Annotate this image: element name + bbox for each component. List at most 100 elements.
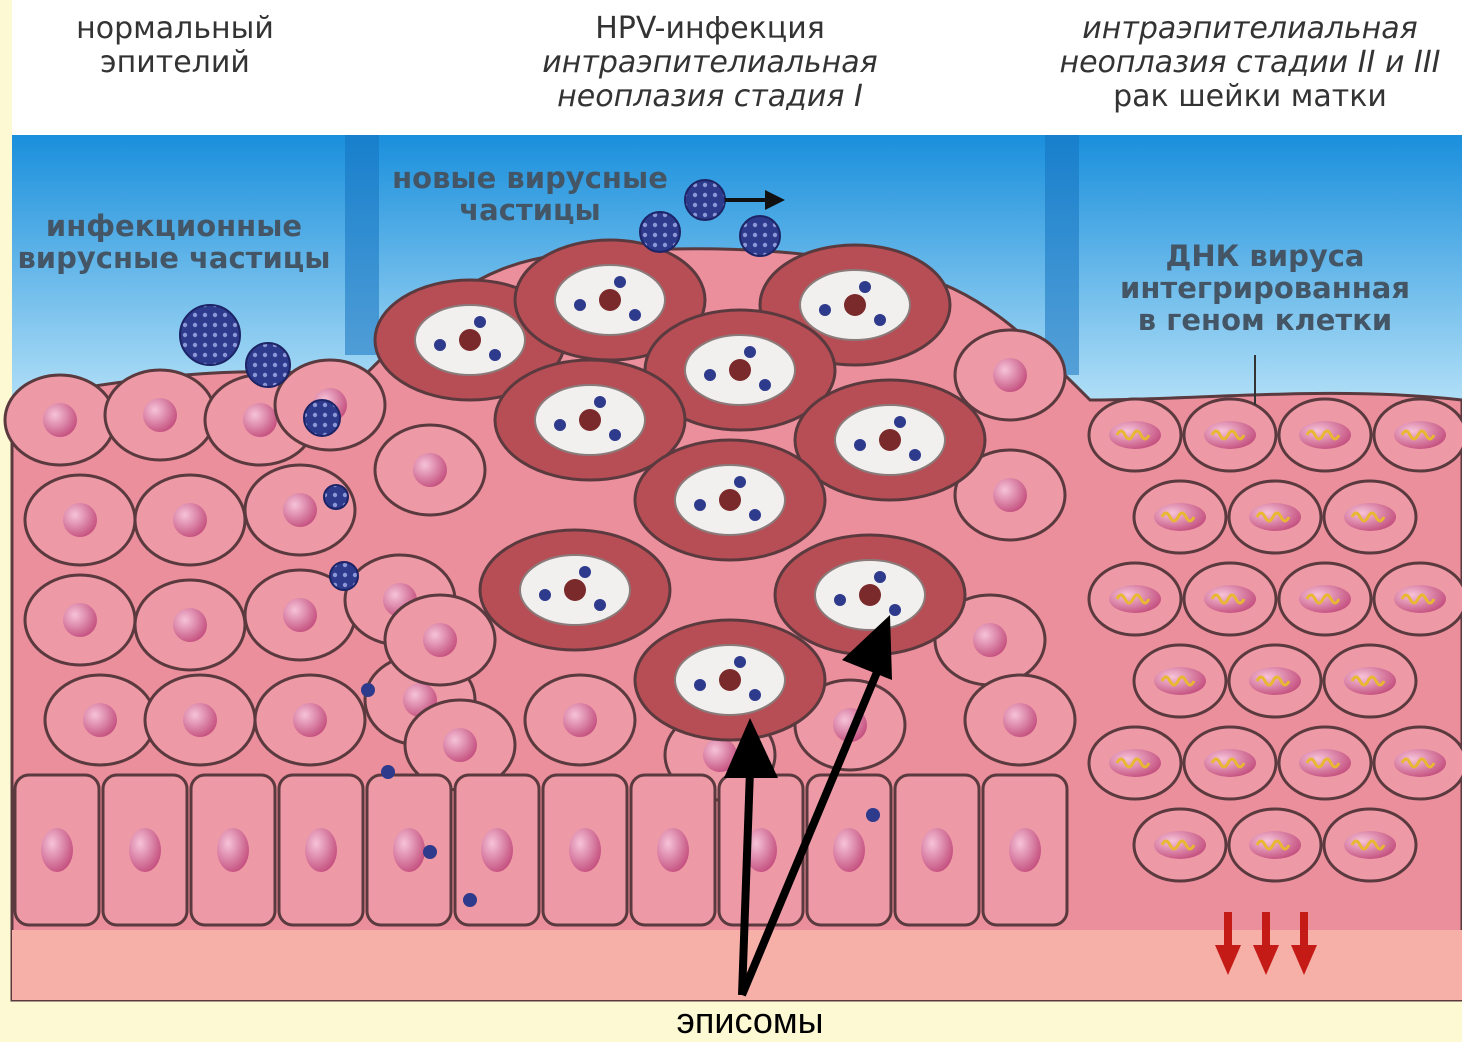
virus-particle-icon: [180, 305, 240, 365]
virus-dot-icon: [463, 893, 477, 907]
neoplastic-cell: [1184, 727, 1276, 799]
infected-cell: [795, 380, 985, 500]
header-hpv-line3: неоплазия стадия I: [520, 80, 900, 114]
episome-icon: [734, 656, 746, 668]
neoplastic-cell: [1089, 399, 1181, 471]
episome-icon: [489, 349, 501, 361]
basal-cell: [895, 775, 979, 925]
neoplastic-cell: [1374, 727, 1462, 799]
nucleus-icon: [1154, 667, 1206, 695]
episome-icon: [704, 369, 716, 381]
header-normal-line2: эпителий: [60, 46, 290, 80]
virus-particle-icon: [304, 400, 340, 436]
episome-icon: [759, 379, 771, 391]
nucleus-icon: [243, 403, 277, 437]
nucleus-icon: [283, 493, 317, 527]
nucleus-icon: [459, 329, 481, 351]
nucleus-icon: [569, 828, 601, 872]
infected-cell: [635, 440, 825, 560]
virus-dot-icon: [361, 683, 375, 697]
nucleus-icon: [657, 828, 689, 872]
episome-icon: [909, 449, 921, 461]
virus-dot-icon: [381, 765, 395, 779]
header-cancer-line1: интраэпителиальная: [1040, 12, 1460, 46]
nucleus-icon: [63, 603, 97, 637]
panel-divider-left: [345, 135, 379, 355]
nucleus-icon: [423, 623, 457, 657]
neoplastic-cell: [1134, 481, 1226, 553]
nucleus-icon: [481, 828, 513, 872]
episome-icon: [574, 299, 586, 311]
nucleus-icon: [579, 409, 601, 431]
episome-icon: [539, 589, 551, 601]
infected-cell: [480, 530, 670, 650]
nucleus-icon: [729, 359, 751, 381]
header-hpv-line1: HPV-инфекция: [520, 12, 900, 46]
label-dna-line1: ДНК вируса: [1110, 240, 1420, 272]
nucleus-icon: [1394, 585, 1446, 613]
neoplastic-cell: [1324, 809, 1416, 881]
virus-dot-icon: [866, 808, 880, 822]
neoplastic-cell: [1089, 563, 1181, 635]
nucleus-icon: [293, 703, 327, 737]
infected-cell: [635, 620, 825, 740]
nucleus-icon: [1109, 585, 1161, 613]
episome-icon: [694, 499, 706, 511]
episome-icon: [749, 509, 761, 521]
episome-icon: [734, 476, 746, 488]
nucleus-icon: [43, 403, 77, 437]
nucleus-icon: [83, 703, 117, 737]
nucleus-icon: [879, 429, 901, 451]
nucleus-icon: [1009, 828, 1041, 872]
normal-cell: [25, 575, 135, 665]
basal-cell: [367, 775, 451, 925]
nucleus-icon: [129, 828, 161, 872]
nucleus-icon: [305, 828, 337, 872]
episome-icon: [609, 429, 621, 441]
episome-icon: [474, 316, 486, 328]
nucleus-icon: [173, 503, 207, 537]
normal-cell: [255, 675, 365, 765]
nucleus-icon: [1394, 421, 1446, 449]
label-viral-dna: ДНК вируса интегрированная в геном клетк…: [1110, 240, 1420, 336]
nucleus-icon: [1344, 503, 1396, 531]
label-new-particles-line2: частицы: [385, 194, 675, 226]
nucleus-icon: [921, 828, 953, 872]
episome-icon: [854, 439, 866, 451]
nucleus-icon: [1204, 749, 1256, 777]
neoplastic-cell: [1279, 399, 1371, 471]
nucleus-icon: [41, 828, 73, 872]
basal-cell: [719, 775, 803, 925]
nucleus-icon: [564, 579, 586, 601]
nucleus-icon: [844, 294, 866, 316]
nucleus-icon: [599, 289, 621, 311]
stroma: [12, 930, 1462, 1000]
neoplastic-cell: [1184, 563, 1276, 635]
neoplastic-cell: [1134, 645, 1226, 717]
header-normal-line1: нормальный: [60, 12, 290, 46]
nucleus-icon: [859, 584, 881, 606]
normal-cell: [135, 475, 245, 565]
neoplastic-cell: [1324, 645, 1416, 717]
neoplastic-cell: [1229, 645, 1321, 717]
nucleus-icon: [1204, 421, 1256, 449]
nucleus-icon: [563, 703, 597, 737]
nucleus-icon: [63, 503, 97, 537]
header-hpv-line2: интраэпителиальная: [520, 46, 900, 80]
nucleus-icon: [719, 669, 741, 691]
episome-icon: [694, 679, 706, 691]
neoplastic-cell: [1374, 399, 1462, 471]
nucleus-icon: [1249, 503, 1301, 531]
nucleus-icon: [1154, 503, 1206, 531]
episome-icon: [834, 594, 846, 606]
nucleus-icon: [443, 728, 477, 762]
episome-icon: [874, 571, 886, 583]
nucleus-icon: [283, 598, 317, 632]
nucleus-icon: [973, 623, 1007, 657]
episome-icon: [894, 416, 906, 428]
nucleus-icon: [1109, 749, 1161, 777]
basal-cell: [103, 775, 187, 925]
episome-icon: [744, 346, 756, 358]
neoplastic-cell: [1229, 481, 1321, 553]
